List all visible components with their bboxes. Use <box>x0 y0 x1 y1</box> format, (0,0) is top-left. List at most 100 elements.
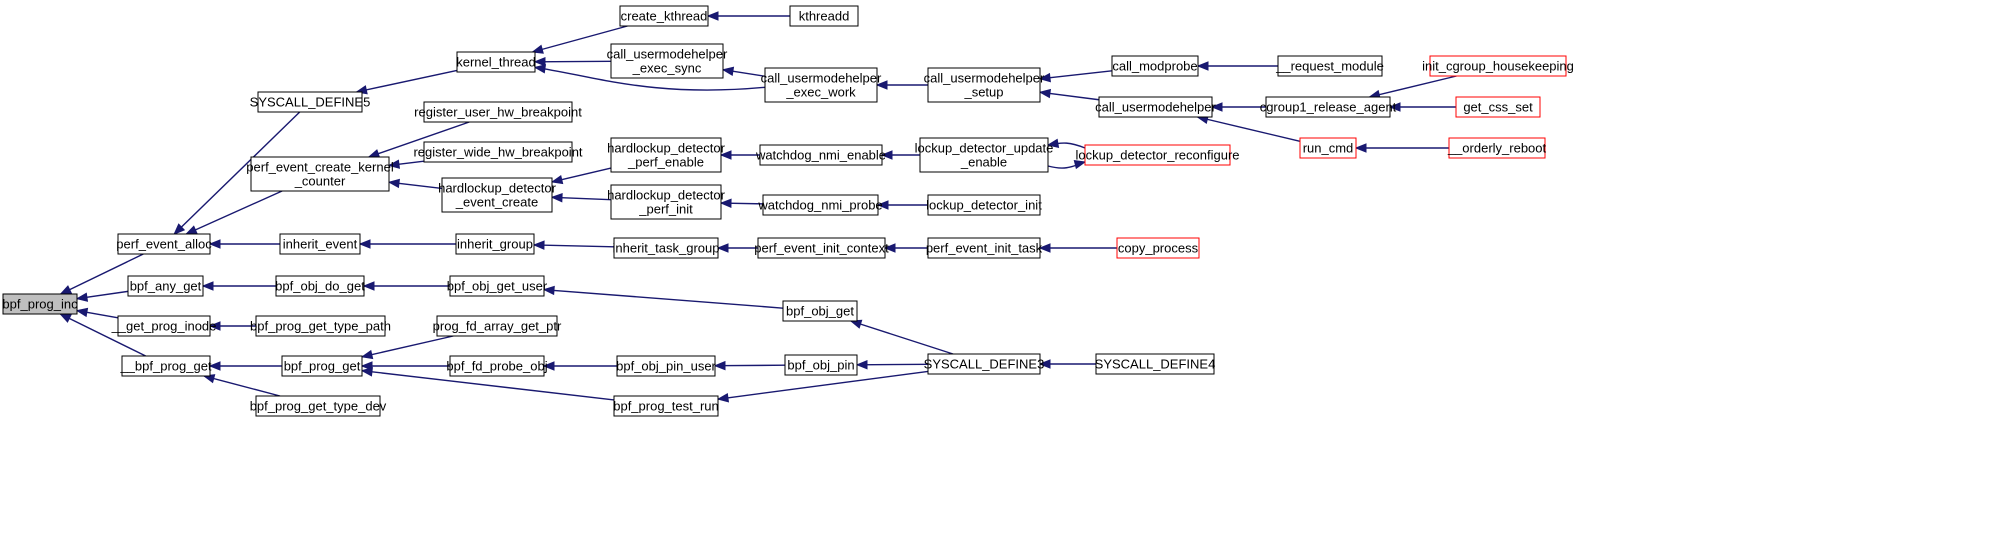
node-bpf-fd-probe-obj[interactable]: bpf_fd_probe_obj <box>446 355 548 377</box>
node-bpf-prog-get-type-dev[interactable]: bpf_prog_get_type_dev <box>250 395 387 417</box>
node-inherit-group[interactable]: inherit_group <box>455 233 535 255</box>
edge-call_usermodehelper_setup-to-call_usermodehelper_exec_work <box>875 80 928 90</box>
node-label: kthreadd <box>799 9 850 24</box>
node-run-cmd[interactable]: run_cmd <box>1299 137 1357 159</box>
node-label: call_usermodehelper <box>761 71 882 86</box>
node-cgroup1-release-agent[interactable]: cgroup1_release_agent <box>1260 96 1397 118</box>
edge-bpf_fd_probe_obj-to-bpf_prog_get <box>360 361 450 371</box>
node-perf-event-init-context[interactable]: perf_event_init_context <box>754 237 889 259</box>
node-call-modprobe[interactable]: call_modprobe <box>1111 55 1199 77</box>
node-bpf-obj-do-get[interactable]: bpf_obj_do_get <box>275 275 365 297</box>
edge-perf_event_init_task-to-perf_event_init_context <box>883 243 928 253</box>
node-label: lockup_detector_init <box>926 198 1042 213</box>
node-bpf-obj-pin[interactable]: bpf_obj_pin <box>784 354 858 376</box>
edge-hardlockup_detector_event_create-to-perf_event_create_kernel_counter <box>387 178 443 190</box>
edge-perf_event_create_kernel_counter-to-perf_event_alloc <box>185 190 283 235</box>
node-hardlockup-detector-event-create[interactable]: hardlockup_detector_event_create <box>438 177 557 213</box>
node-kthreadd[interactable]: kthreadd <box>789 5 859 27</box>
edge-inherit_group-to-inherit_event <box>358 239 456 249</box>
edge-copy_process-to-perf_event_init_task <box>1038 243 1117 253</box>
node-call-usermodehelper-exec-sync[interactable]: call_usermodehelper_exec_sync <box>607 43 728 79</box>
node-label: perf_event_create_kernel <box>246 160 394 175</box>
node-label: cgroup1_release_agent <box>1260 100 1397 115</box>
node-label: bpf_obj_pin <box>787 358 854 373</box>
node-bpf-prog-get[interactable]: bpf_prog_get <box>281 355 363 377</box>
node-call-usermodehelper-setup[interactable]: call_usermodehelper_setup <box>924 67 1045 103</box>
node-copy-process[interactable]: copy_process <box>1116 237 1200 259</box>
node-prog-fd-array-get-ptr[interactable]: prog_fd_array_get_ptr <box>433 315 562 337</box>
edge-call_usermodehelper_exec_work-to-call_usermodehelper_exec_sync <box>721 66 766 77</box>
edge-SYSCALL_DEFINE3-to-bpf_obj_pin <box>855 359 929 370</box>
node-perf-event-init-task[interactable]: perf_event_init_task <box>926 237 1043 259</box>
edge-SYSCALL_DEFINE5-to-perf_event_alloc <box>173 111 301 235</box>
node-SYSCALL-DEFINE3[interactable]: SYSCALL_DEFINE3 <box>924 353 1045 375</box>
edge-lockup_detector_reconfigure-to-lockup_detector_update_enable <box>1046 138 1086 149</box>
node-label: lockup_detector_update <box>915 141 1054 156</box>
node-label: call_usermodehelper <box>607 47 728 62</box>
node-inherit-task-group[interactable]: inherit_task_group <box>613 237 720 259</box>
node-label: _exec_work <box>785 85 856 100</box>
node-hardlockup-detector-perf-enable[interactable]: hardlockup_detector_perf_enable <box>607 137 726 173</box>
node-lockup-detector-init[interactable]: lockup_detector_init <box>926 194 1042 216</box>
node-orderly-reboot[interactable]: __orderly_reboot <box>1447 137 1547 159</box>
call-graph-edges <box>59 11 1457 403</box>
edge-register_wide_hw_breakpoint-to-perf_event_create_kernel_counter <box>387 159 425 169</box>
node-init-cgroup-housekeeping[interactable]: init_cgroup_housekeeping <box>1422 55 1574 77</box>
node-bpf-prog-inc[interactable]: bpf_prog_inc <box>2 293 78 315</box>
node-lockup-detector-update-enable[interactable]: lockup_detector_update_enable <box>915 137 1054 173</box>
node-bpf-any-get[interactable]: bpf_any_get <box>127 275 204 297</box>
node-label: bpf_prog_inc <box>2 297 78 312</box>
node-label: get_css_set <box>1463 100 1533 115</box>
node-label: bpf_prog_get <box>284 359 361 374</box>
node-bpf-prog-test-run[interactable]: bpf_prog_test_run <box>613 395 719 417</box>
node-label: __orderly_reboot <box>1447 141 1547 156</box>
node-label: create_kthread <box>621 9 708 24</box>
edge-bpf_prog_get_type_path-to-__get_prog_inode <box>208 321 256 331</box>
node-perf-event-create-kernel-counter[interactable]: perf_event_create_kernel_counter <box>246 156 394 192</box>
node-label: __bpf_prog_get <box>119 359 211 374</box>
node-bpf-prog-get-type-path[interactable]: bpf_prog_get_type_path <box>250 315 391 337</box>
node-label: bpf_prog_get_type_dev <box>250 399 387 414</box>
edge-call_usermodehelper-to-call_usermodehelper_setup <box>1038 88 1100 101</box>
edge-SYSCALL_DEFINE4-to-SYSCALL_DEFINE3 <box>1038 359 1096 369</box>
node-bpf-prog-get[interactable]: __bpf_prog_get <box>119 355 212 377</box>
node-lockup-detector-reconfigure[interactable]: lockup_detector_reconfigure <box>1075 144 1240 166</box>
node-label: SYSCALL_DEFINE5 <box>250 95 371 110</box>
edge-__orderly_reboot-to-run_cmd <box>1354 143 1449 153</box>
node-label: bpf_obj_pin_user <box>616 359 716 374</box>
node-register-user-hw-breakpoint[interactable]: register_user_hw_breakpoint <box>414 101 582 123</box>
node-watchdog-nmi-probe[interactable]: watchdog_nmi_probe <box>757 194 883 216</box>
edge-bpf_prog_get-to-__bpf_prog_get <box>208 361 282 371</box>
node-bpf-obj-get[interactable]: bpf_obj_get <box>782 300 858 322</box>
node-create-kthread[interactable]: create_kthread <box>619 5 709 27</box>
node-label: copy_process <box>1118 241 1199 256</box>
node-bpf-obj-get-user[interactable]: bpf_obj_get_user <box>447 275 548 297</box>
node-label: call_modprobe <box>1112 59 1197 74</box>
node-label: run_cmd <box>1303 141 1354 156</box>
node-label: SYSCALL_DEFINE4 <box>1095 357 1216 372</box>
node-get-css-set[interactable]: get_css_set <box>1455 96 1541 118</box>
node-call-usermodehelper[interactable]: call_usermodehelper <box>1095 96 1217 118</box>
node-SYSCALL-DEFINE4[interactable]: SYSCALL_DEFINE4 <box>1095 353 1216 375</box>
node-get-prog-inode[interactable]: __get_prog_inode <box>111 315 217 337</box>
node-call-usermodehelper-exec-work[interactable]: call_usermodehelper_exec_work <box>761 67 882 103</box>
node-hardlockup-detector-perf-init[interactable]: hardlockup_detector_perf_init <box>607 184 726 220</box>
edge-lockup_detector_update_enable-to-lockup_detector_reconfigure <box>1047 159 1087 170</box>
node-label: init_cgroup_housekeeping <box>1422 59 1574 74</box>
node-register-wide-hw-breakpoint[interactable]: register_wide_hw_breakpoint <box>413 141 583 163</box>
node-watchdog-nmi-enable[interactable]: watchdog_nmi_enable <box>755 144 886 166</box>
edge-hardlockup_detector_perf_init-to-hardlockup_detector_event_create <box>550 192 612 203</box>
node-bpf-obj-pin-user[interactable]: bpf_obj_pin_user <box>616 355 717 377</box>
node-inherit-event[interactable]: inherit_event <box>279 233 361 255</box>
node-perf-event-alloc[interactable]: perf_event_alloc <box>116 233 212 255</box>
node-label: bpf_obj_get <box>786 304 854 319</box>
node-label: perf_event_init_task <box>926 241 1043 256</box>
node-SYSCALL-DEFINE5[interactable]: SYSCALL_DEFINE5 <box>250 91 371 113</box>
node-request-module[interactable]: __request_module <box>1275 55 1384 77</box>
edge-bpf_obj_do_get-to-bpf_any_get <box>201 281 276 291</box>
node-kernel-thread[interactable]: kernel_thread <box>456 51 536 73</box>
edge-__request_module-to-call_modprobe <box>1196 61 1278 71</box>
edge-kthreadd-to-create_kthread <box>706 11 790 21</box>
node-label: bpf_any_get <box>130 279 202 294</box>
edge-bpf_obj_get_user-to-bpf_obj_do_get <box>362 281 450 291</box>
